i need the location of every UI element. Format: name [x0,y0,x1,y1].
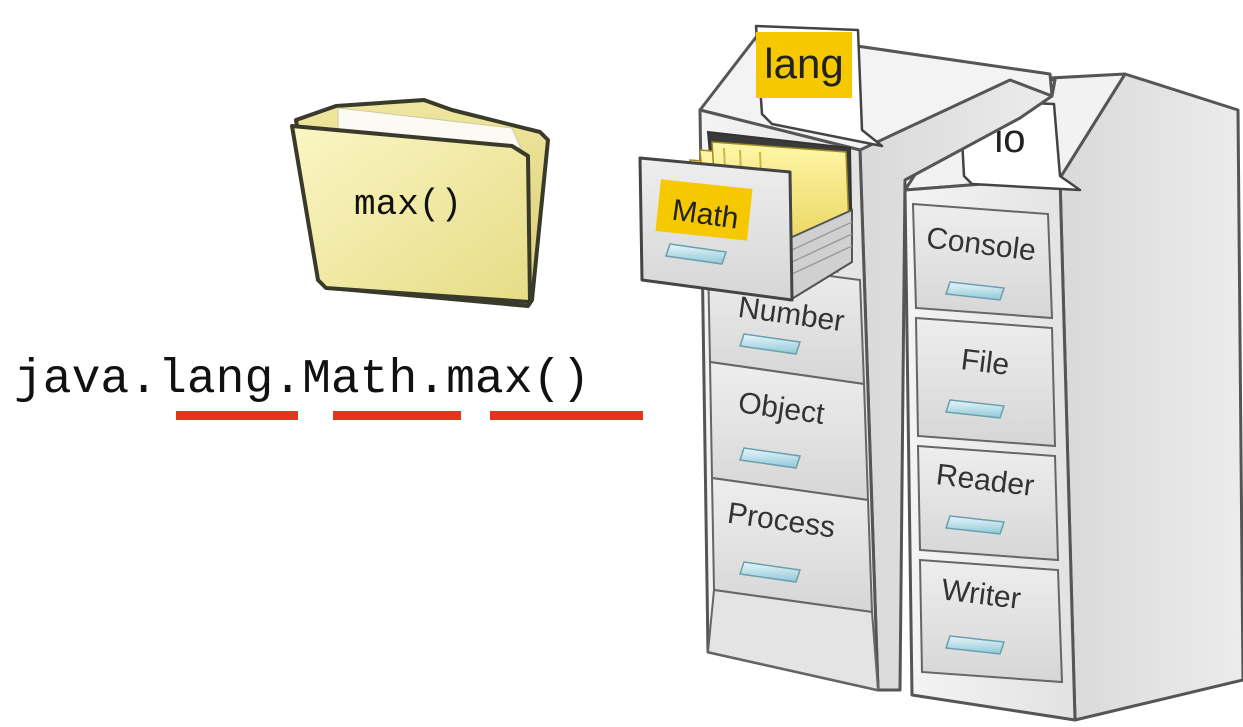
qn-dot-1: . [273,353,302,407]
drawer-handle-icon [739,561,801,583]
qualified-name: java.lang.Math.max() [14,353,643,420]
folder-icon: max() [290,98,550,308]
underline-max [490,411,643,420]
qn-math: Math [302,353,417,407]
qn-lang: lang [158,353,273,407]
drawer-handle-icon [739,333,801,355]
lang-cabinet: lang Number Object Process [638,24,1057,692]
qn-java: java. [14,353,158,407]
lang-drawer-object[interactable]: Object [708,360,870,502]
lang-drawer-math-open[interactable]: Math [638,130,854,302]
io-drawer-file[interactable]: File [914,316,1057,448]
underline-lang [176,411,298,420]
lang-drawer-process[interactable]: Process [710,476,874,614]
drawer-handle-icon [944,515,1006,535]
drawer-handle-icon [944,635,1006,655]
lang-package-tag: lang [754,24,884,148]
io-cabinet: io Console File Reader Writer [903,72,1243,722]
underline-math [333,411,461,420]
qn-dot-2: . [417,353,446,407]
drawer-handle-icon [665,243,727,265]
folder-label: max() [354,184,462,225]
drawer-handle-icon [739,447,801,469]
io-drawer-console[interactable]: Console [911,202,1054,320]
drawer-handle-icon [944,399,1006,419]
lang-tag-label: lang [764,40,843,87]
io-drawer-reader[interactable]: Reader [916,444,1060,562]
drawer-handle-icon [944,281,1006,301]
io-drawer-writer[interactable]: Writer [918,558,1064,684]
io-drawer-file-label: File [959,343,1011,382]
qn-max: max() [446,353,590,407]
svg-text:java.lang.Math.max(): java.lang.Math.max() [14,353,590,407]
